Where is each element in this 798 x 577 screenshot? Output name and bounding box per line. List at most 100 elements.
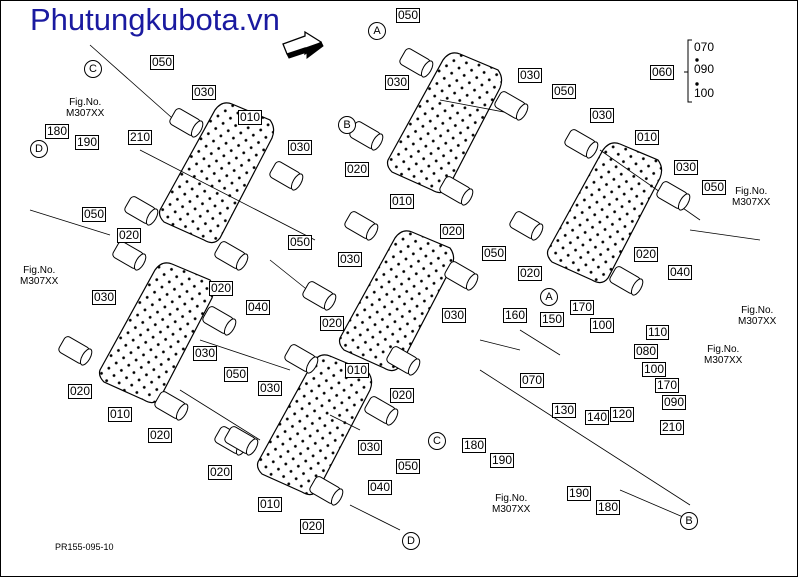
roller: [269, 161, 304, 191]
roller: [509, 211, 544, 241]
figure-reference: Fig.No.M307XX: [20, 265, 59, 287]
belt-pad: [386, 52, 503, 194]
roller: [564, 129, 599, 159]
leader-line: [519, 329, 561, 356]
part-code-040: 040: [368, 480, 393, 495]
part-code-180: 180: [45, 124, 70, 139]
part-code-020: 020: [440, 224, 465, 239]
roller: [202, 306, 237, 336]
leader-line: [349, 504, 401, 531]
figure-reference: Fig.No.M307XX: [732, 186, 771, 208]
part-code-080: 080: [634, 344, 659, 359]
leader-line: [139, 149, 316, 241]
roller: [444, 261, 479, 291]
part-code-050: 050: [552, 84, 577, 99]
roller: [656, 181, 691, 211]
belt-pad: [158, 102, 275, 244]
roller: [399, 48, 434, 78]
roller: [214, 241, 249, 271]
part-code-150: 150: [540, 312, 565, 327]
part-code-180: 180: [596, 500, 621, 515]
part-code-020: 020: [148, 428, 173, 443]
leader-line: [89, 44, 181, 126]
part-code-010: 010: [390, 194, 415, 209]
belt-pad: [256, 354, 373, 496]
part-code-030: 030: [518, 68, 543, 83]
part-code-010: 010: [635, 130, 660, 145]
roller: [224, 426, 259, 456]
part-code-010: 010: [108, 407, 133, 422]
reference-letter-c: C: [84, 60, 102, 78]
part-code-070: 070: [520, 373, 545, 388]
roller: [169, 108, 204, 138]
alternate-code: 090: [694, 62, 715, 76]
part-code-100: 100: [642, 362, 667, 377]
part-code-020: 020: [390, 388, 415, 403]
alternates-bracket: [684, 39, 699, 103]
leader-line: [479, 369, 691, 506]
part-code-010: 010: [345, 363, 370, 378]
part-code-120: 120: [610, 407, 635, 422]
reference-letter-a: A: [540, 288, 558, 306]
part-code-030: 030: [288, 140, 313, 155]
reference-letter-c: C: [428, 432, 446, 450]
part-code-030: 030: [192, 85, 217, 100]
part-code-210: 210: [660, 420, 685, 435]
roller: [58, 336, 93, 366]
reference-letter-a: A: [368, 22, 386, 40]
part-code-210: 210: [128, 130, 153, 145]
part-code-020: 020: [117, 228, 142, 243]
part-code-050: 050: [396, 8, 421, 23]
part-code-090: 090: [662, 395, 687, 410]
part-code-100: 100: [590, 318, 615, 333]
part-code-050: 050: [702, 180, 727, 195]
reference-letter-d: D: [402, 532, 420, 550]
part-code-010: 010: [258, 497, 283, 512]
leader-line: [179, 389, 261, 441]
part-code-030: 030: [674, 160, 699, 175]
belt-pad: [546, 142, 663, 284]
roller: [154, 391, 189, 421]
roller: [609, 266, 644, 296]
part-code-190: 190: [75, 135, 100, 150]
alternate-code: 100: [694, 86, 715, 100]
figure-reference: Fig.No.M307XX: [704, 344, 743, 366]
reference-letter-b: B: [338, 116, 356, 134]
leader-line: [329, 414, 361, 431]
part-code-050: 050: [224, 367, 249, 382]
part-code-050: 050: [288, 235, 313, 250]
part-code-060: 060: [650, 65, 675, 80]
roller: [124, 196, 159, 226]
part-code-160: 160: [503, 308, 528, 323]
alternate-code: 070: [694, 40, 715, 54]
part-code-030: 030: [442, 308, 467, 323]
figure-reference: Fig.No.M307XX: [66, 97, 105, 119]
part-code-020: 020: [68, 384, 93, 399]
part-code-020: 020: [634, 247, 659, 262]
arrow-icon: [282, 30, 324, 59]
part-code-020: 020: [320, 316, 345, 331]
roller: [386, 346, 421, 376]
part-code-050: 050: [396, 459, 421, 474]
figure-reference: Fig.No.M307XX: [492, 493, 531, 515]
leader-line: [29, 209, 111, 236]
figure-reference: Fig.No.M307XX: [738, 305, 777, 327]
watermark: Phutungkubota.vn: [30, 2, 280, 37]
roller: [284, 344, 319, 374]
part-code-110: 110: [646, 325, 670, 340]
part-code-180: 180: [462, 438, 487, 453]
roller: [364, 396, 399, 426]
part-code-040: 040: [246, 300, 271, 315]
roller: [344, 211, 379, 241]
part-code-020: 020: [208, 465, 233, 480]
part-code-050: 050: [82, 207, 107, 222]
part-code-030: 030: [358, 440, 383, 455]
part-code-170: 170: [570, 300, 595, 315]
part-code-040: 040: [668, 265, 693, 280]
part-code-030: 030: [338, 252, 363, 267]
roller: [439, 176, 474, 206]
part-code-050: 050: [482, 246, 507, 261]
roller: [112, 241, 147, 271]
